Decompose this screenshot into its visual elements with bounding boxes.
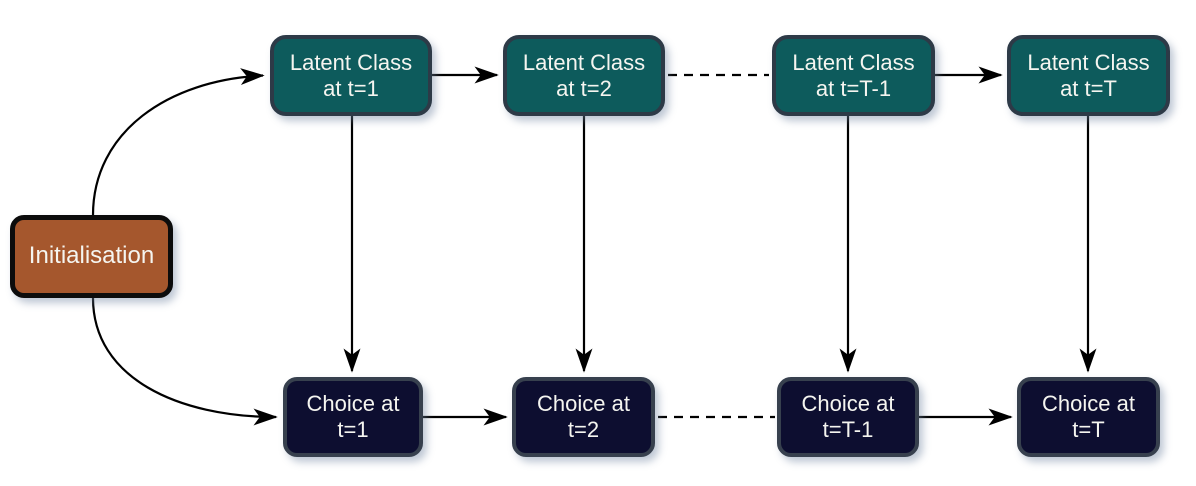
node-choice-t1: Choice at t=1 bbox=[283, 377, 423, 457]
node-choice-t2-line2: t=2 bbox=[567, 417, 600, 442]
node-choice-t2: Choice at t=2 bbox=[512, 377, 655, 457]
node-initialisation: Initialisation bbox=[10, 215, 173, 298]
node-latent-class-t1: Latent Class at t=1 bbox=[270, 35, 432, 116]
node-choice-tm1: Choice at t=T-1 bbox=[777, 377, 919, 457]
node-choice-tT: Choice at t=T bbox=[1017, 377, 1160, 457]
node-choice-tT-line1: Choice at bbox=[1042, 391, 1135, 417]
node-choice-tm1-line1: Choice at bbox=[801, 391, 895, 417]
edge-init-to-latent-t1 bbox=[91, 68, 265, 216]
node-choice-t1-line2: t=1 bbox=[337, 417, 369, 442]
node-latent-class-t2-line1: Latent Class bbox=[522, 49, 646, 75]
node-choice-t2-line1: Choice at bbox=[537, 391, 630, 417]
node-latent-class-tT-line1: Latent Class bbox=[1027, 49, 1150, 75]
edge-init-to-choice-t1 bbox=[91, 297, 278, 426]
node-latent-class-tm1-line1: Latent Class bbox=[792, 49, 915, 75]
node-latent-class-t2: Latent Class at t=2 bbox=[503, 35, 665, 116]
node-choice-tm1-line2: t=T-1 bbox=[822, 417, 874, 442]
node-latent-class-tm1-line2: at t=T-1 bbox=[815, 75, 892, 101]
node-initialisation-label: Initialisation bbox=[28, 242, 155, 270]
node-choice-t1-line1: Choice at bbox=[306, 391, 400, 417]
node-choice-tT-line2: t=T bbox=[1072, 417, 1105, 442]
node-latent-class-tT: Latent Class at t=T bbox=[1007, 35, 1170, 116]
node-latent-class-tm1: Latent Class at t=T-1 bbox=[772, 35, 935, 116]
node-latent-class-t1-line2: at t=1 bbox=[323, 75, 379, 101]
node-latent-class-t2-line2: at t=2 bbox=[556, 75, 612, 101]
node-latent-class-tT-line2: at t=T bbox=[1060, 75, 1117, 101]
node-latent-class-t1-line1: Latent Class bbox=[289, 49, 413, 75]
